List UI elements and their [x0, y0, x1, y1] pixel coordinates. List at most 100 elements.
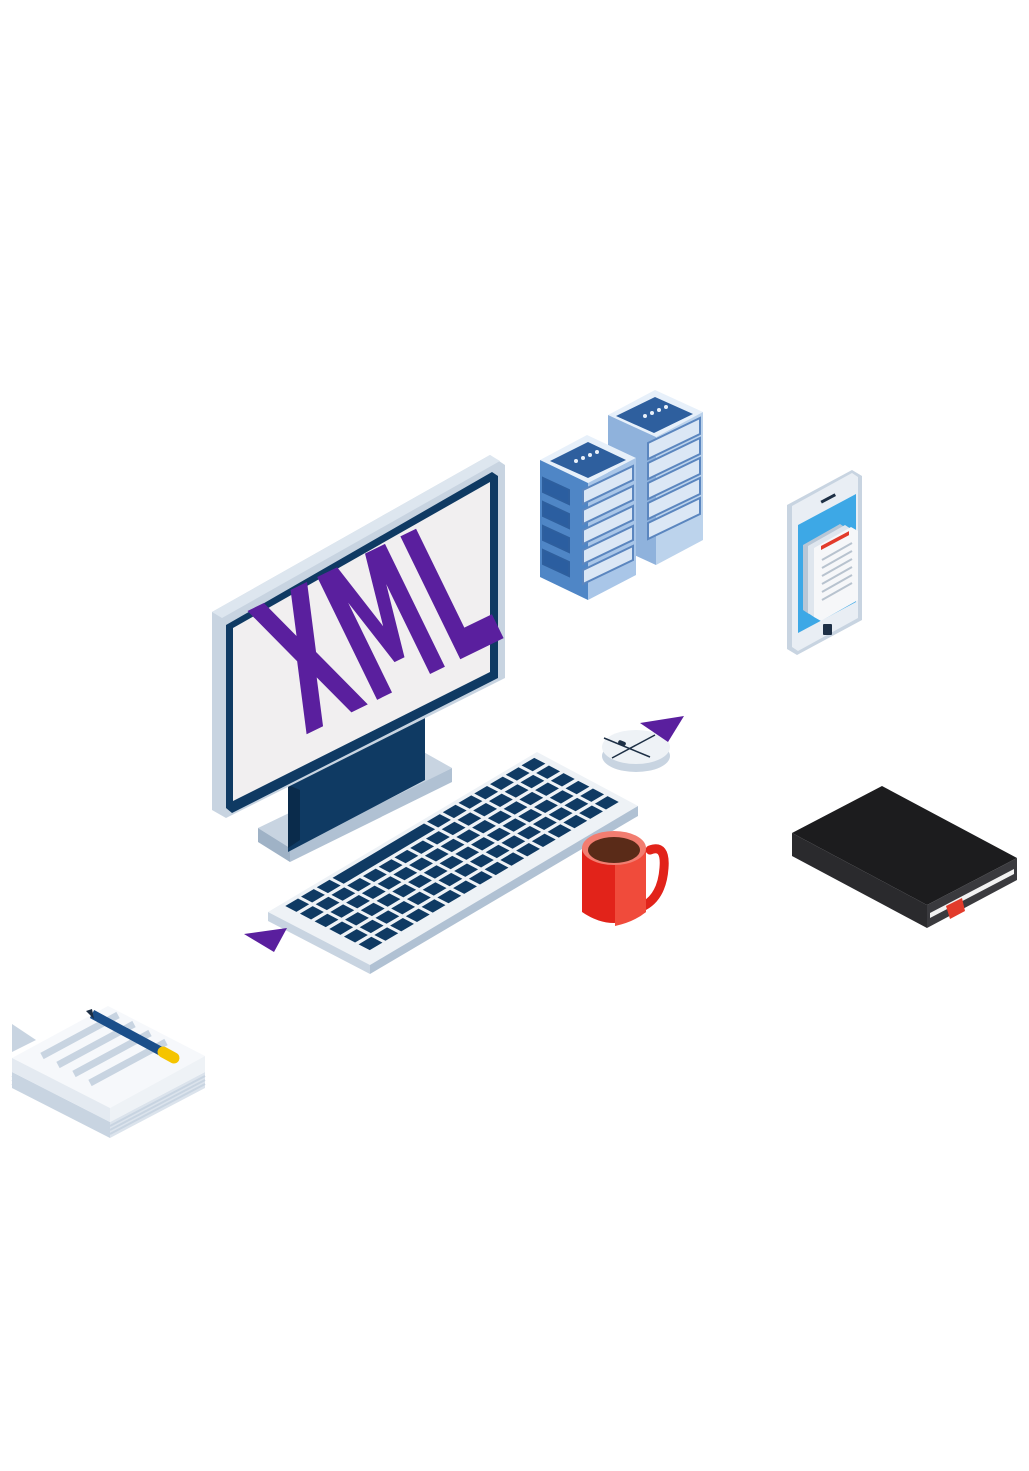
keyboard-key — [285, 898, 310, 912]
keyboard-key — [438, 872, 463, 887]
keyboard-key — [362, 868, 387, 883]
notebook-icon — [792, 786, 1017, 928]
keyboard-key — [345, 912, 369, 926]
keyboard-key — [504, 784, 529, 798]
keyboard-key — [472, 820, 496, 834]
keyboard-key — [421, 899, 446, 913]
keyboard-key — [409, 857, 433, 871]
keyboard-key — [534, 799, 558, 813]
keyboard-key — [469, 854, 494, 868]
keyboard-key — [315, 896, 340, 911]
keyboard-key — [455, 846, 480, 860]
keyboard-key — [376, 893, 401, 907]
keyboard-key — [563, 814, 588, 829]
keyboard-key — [375, 910, 400, 924]
keyboard-key — [358, 936, 383, 951]
keyboard-key — [405, 908, 430, 923]
arrow-triangle-icon — [244, 928, 287, 952]
keyboard-key — [442, 804, 467, 819]
keyboard-key — [439, 855, 464, 870]
keyboard-key — [424, 848, 449, 862]
keyboard-key — [488, 793, 513, 808]
keyboard-key — [390, 918, 414, 932]
smartphone-icon — [787, 470, 862, 655]
keyboard-key — [580, 788, 605, 802]
keyboard-key — [516, 843, 540, 857]
keyboard-key — [565, 780, 590, 795]
keyboard-key — [299, 906, 324, 920]
keyboard-key — [359, 919, 384, 934]
arrow-triangle-icon — [640, 716, 684, 742]
keyboard-key — [329, 921, 354, 935]
keyboard-keys — [285, 757, 619, 951]
keyboard-key — [457, 812, 482, 826]
keyboard-key — [490, 776, 514, 790]
keyboard-key — [393, 866, 418, 881]
keyboard-key — [547, 824, 572, 838]
keyboard-key — [394, 849, 419, 864]
keyboard-key — [361, 885, 386, 900]
keyboard-key — [531, 833, 556, 848]
keyboard-key — [473, 802, 498, 817]
keyboard-key — [346, 895, 370, 909]
keyboard-key — [330, 904, 355, 918]
keyboard-key — [343, 929, 368, 943]
keyboard-key — [518, 808, 543, 823]
coffee-mug-icon — [582, 831, 669, 926]
keyboard-key — [331, 887, 356, 901]
keyboard-key — [437, 889, 462, 904]
keyboard-key — [408, 874, 432, 888]
server-rack-icon — [540, 390, 703, 600]
keyboard-key — [425, 831, 450, 845]
keyboard-key — [474, 785, 499, 800]
keyboard-key — [422, 882, 447, 896]
pencil-icon — [86, 1009, 180, 1064]
keyboard-key — [410, 840, 435, 854]
keyboard-key — [500, 852, 525, 866]
keyboard-key — [391, 900, 416, 915]
keyboard-key — [406, 891, 431, 906]
keyboard-key — [503, 801, 528, 815]
keyboard-key — [441, 821, 466, 836]
keyboard-key — [440, 838, 465, 853]
keyboard-key — [316, 879, 341, 894]
keyboard-key — [594, 796, 619, 810]
keyboard-key — [564, 797, 589, 812]
keyboard-key — [377, 876, 402, 890]
keyboard-key — [374, 927, 399, 941]
keyboard-key — [314, 913, 339, 928]
keyboard-key — [520, 774, 545, 789]
keyboard-key — [347, 877, 372, 892]
keyboard-key — [360, 902, 385, 917]
keyboard-key — [521, 757, 546, 772]
keyboard-key — [486, 827, 511, 842]
keyboard-key — [517, 825, 542, 840]
keyboard-key — [550, 773, 575, 787]
keyboard-key — [532, 816, 557, 831]
keyboard-key — [456, 829, 481, 843]
keyboard-key — [378, 859, 403, 873]
keyboard-key — [487, 810, 512, 825]
keyboard-icon — [268, 752, 638, 974]
keyboard-key — [505, 767, 530, 781]
monitor-icon: XML — [212, 455, 525, 862]
keyboard-key — [501, 835, 526, 849]
paper-stack-icon — [11, 1006, 206, 1138]
keyboard-key — [536, 765, 561, 779]
keyboard-key — [549, 790, 574, 804]
keyboard-key — [579, 805, 603, 819]
keyboard-key — [535, 782, 559, 796]
keyboard-key — [519, 791, 544, 806]
keyboard-key — [423, 865, 448, 879]
keyboard-key — [332, 823, 436, 884]
keyboard-key — [468, 871, 493, 885]
keyboard-key — [392, 883, 417, 898]
keyboard-key — [485, 844, 510, 859]
mouse-icon — [602, 730, 670, 772]
keyboard-key — [453, 880, 477, 894]
keyboard-key — [427, 814, 451, 828]
keyboard-key — [484, 861, 509, 876]
keyboard-key — [301, 889, 325, 903]
keyboard-key — [502, 818, 527, 832]
